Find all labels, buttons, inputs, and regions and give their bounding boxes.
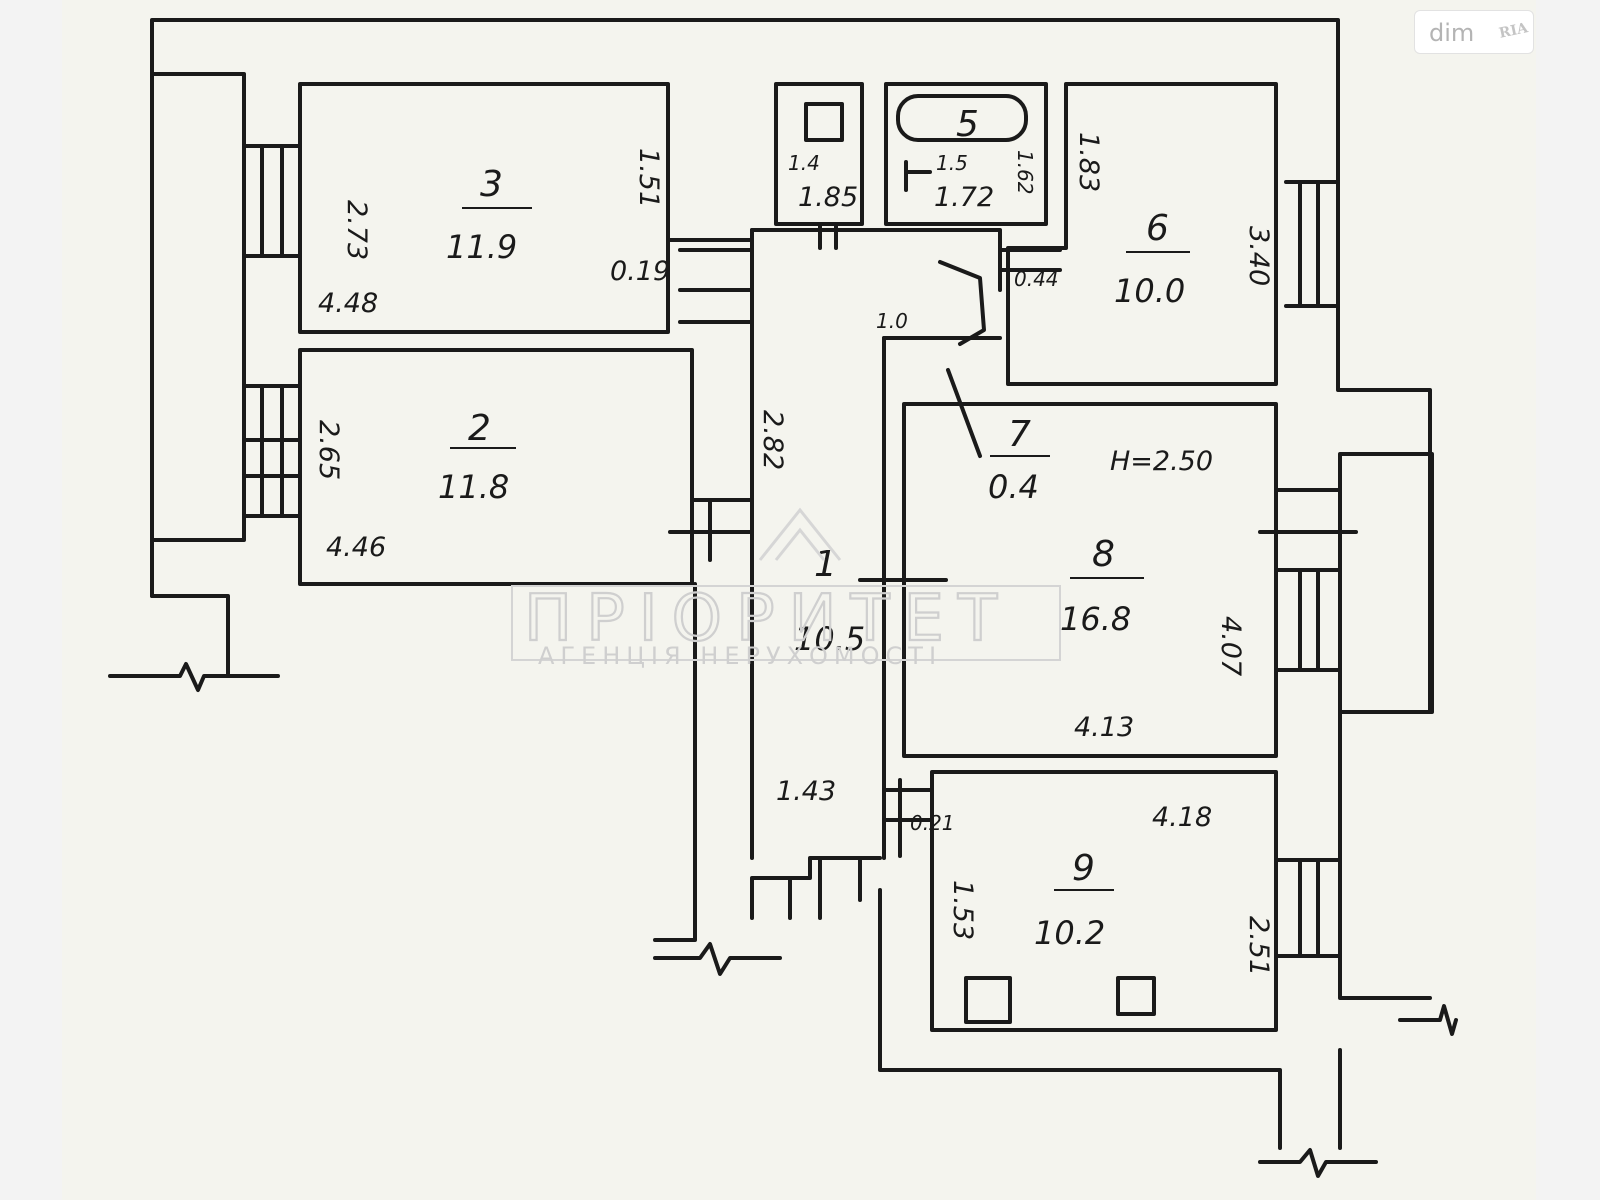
window-room-6 bbox=[1284, 180, 1340, 308]
dim-ria-logo[interactable]: dim RIA bbox=[1414, 10, 1534, 54]
ceiling-height-label: H=2.50 bbox=[1110, 446, 1213, 477]
dimension-label: 4.18 bbox=[1152, 802, 1212, 833]
outer-wall bbox=[878, 888, 1282, 1150]
room-7-closet bbox=[938, 260, 986, 346]
stove-icon bbox=[1116, 976, 1156, 1016]
break-mark bbox=[1398, 1004, 1458, 1036]
dimension-label: 1.83 bbox=[1073, 132, 1104, 192]
dimension-label: 3.40 bbox=[1243, 226, 1274, 286]
room-2-label: 2 11.8 bbox=[438, 408, 516, 506]
room-area: 11.8 bbox=[438, 468, 509, 506]
room-area: 1.85 bbox=[798, 182, 858, 213]
door-room-2 bbox=[668, 498, 754, 562]
entrance-door bbox=[788, 856, 862, 920]
window-room-9 bbox=[1274, 858, 1342, 958]
break-mark bbox=[108, 662, 280, 692]
dimension-label: 1.53 bbox=[947, 880, 978, 940]
room-area: 16.8 bbox=[1060, 600, 1131, 638]
window-room-3 bbox=[242, 144, 302, 258]
right-margin bbox=[1536, 0, 1600, 1200]
room-area: 10.0 bbox=[1114, 272, 1185, 310]
balcony-left bbox=[150, 72, 246, 542]
break-mark bbox=[1258, 1148, 1378, 1178]
logo-text: dim bbox=[1429, 19, 1475, 47]
dimension-label: 1.51 bbox=[633, 148, 664, 208]
room-area: 0.4 bbox=[988, 468, 1039, 506]
room-number: 3 bbox=[480, 164, 503, 205]
door-room-9 bbox=[882, 778, 934, 858]
room-9-label: 9 10.2 bbox=[1034, 848, 1114, 952]
dimension-label: 1.62 bbox=[1013, 150, 1037, 195]
dimension-label: 4.07 bbox=[1215, 616, 1246, 676]
break-mark bbox=[653, 942, 782, 976]
dimension-label: 2.82 bbox=[757, 410, 788, 470]
room-3-label: 3 11.9 bbox=[446, 164, 532, 266]
dimension-label: 4.46 bbox=[326, 532, 386, 563]
agency-watermark: ПРІОРИТЕТ АГЕНЦІЯ НЕРУХОМОСТІ bbox=[511, 507, 1061, 670]
outer-wall bbox=[750, 856, 882, 920]
dimension-label: 0.44 bbox=[1014, 267, 1059, 291]
dimension-label: 1.43 bbox=[776, 776, 836, 807]
room-7-leader bbox=[946, 368, 982, 458]
room-8 bbox=[902, 402, 1278, 758]
room-number: 5 bbox=[956, 104, 979, 145]
room-number: 7 bbox=[1008, 414, 1031, 455]
room-area: 10.5 bbox=[794, 620, 865, 658]
balcony-right bbox=[1338, 452, 1434, 714]
door-wc-bath bbox=[788, 222, 862, 250]
dimension-label: 2.65 bbox=[313, 420, 344, 480]
window-room-2 bbox=[242, 384, 302, 518]
room-number: 6 bbox=[1146, 208, 1169, 249]
outer-wall bbox=[150, 18, 1432, 1000]
watermark-logo-icon bbox=[758, 507, 842, 561]
room-1-corridor bbox=[750, 228, 1002, 292]
dimension-label: 1.4 bbox=[788, 151, 820, 175]
dimension-label: 0.19 bbox=[610, 256, 670, 287]
dimension-label: 0.21 bbox=[910, 811, 955, 835]
room-5-label: 5 1.5 1.72 1.62 bbox=[934, 104, 1037, 213]
outer-wall bbox=[150, 594, 230, 676]
outer-wall bbox=[653, 582, 697, 942]
watermark-subtitle: АГЕНЦІЯ НЕРУХОМОСТІ bbox=[538, 642, 942, 670]
room-2 bbox=[298, 348, 694, 586]
sink-icon bbox=[904, 160, 932, 192]
room-9-kitchen bbox=[930, 770, 1278, 1032]
door-room-6 bbox=[998, 248, 1062, 272]
room-number: 8 bbox=[1092, 534, 1115, 575]
room-4-label: 1.4 1.85 bbox=[788, 151, 858, 213]
room-6 bbox=[1006, 82, 1278, 386]
window-room-8 bbox=[1258, 488, 1358, 672]
room-7-label: 1.0 7 0.4 bbox=[876, 309, 1050, 506]
room-area: 11.9 bbox=[446, 228, 517, 266]
room-6-label: 6 10.0 bbox=[1114, 208, 1190, 310]
watermark-title: ПРІОРИТЕТ bbox=[524, 582, 1011, 656]
dimension-label: 2.51 bbox=[1243, 916, 1274, 976]
bathtub-icon bbox=[896, 94, 1028, 142]
door-room-3 bbox=[666, 238, 754, 324]
left-margin bbox=[0, 0, 62, 1200]
room-area: 1.72 bbox=[934, 182, 994, 213]
watermark-frame bbox=[511, 585, 1061, 661]
kitchen-counter-icon bbox=[964, 976, 1012, 1024]
dimension-label: 4.48 bbox=[318, 288, 378, 319]
room-area: 10.2 bbox=[1034, 914, 1105, 952]
room-number: 2 bbox=[468, 408, 491, 449]
room-3 bbox=[298, 82, 670, 334]
floor-plan-paper bbox=[62, 0, 1536, 1200]
dimension-label: 1.5 bbox=[936, 151, 968, 175]
dimension-label: 4.13 bbox=[1074, 712, 1134, 743]
room-number: 9 bbox=[1072, 848, 1095, 889]
toilet-icon bbox=[804, 102, 844, 142]
logo-sub: RIA bbox=[1497, 20, 1530, 42]
dimension-label: 1.0 bbox=[876, 309, 908, 333]
room-5-bath bbox=[884, 82, 1048, 226]
room-8-label: 8 16.8 bbox=[1060, 534, 1144, 638]
dimension-label: 2.73 bbox=[341, 200, 372, 260]
